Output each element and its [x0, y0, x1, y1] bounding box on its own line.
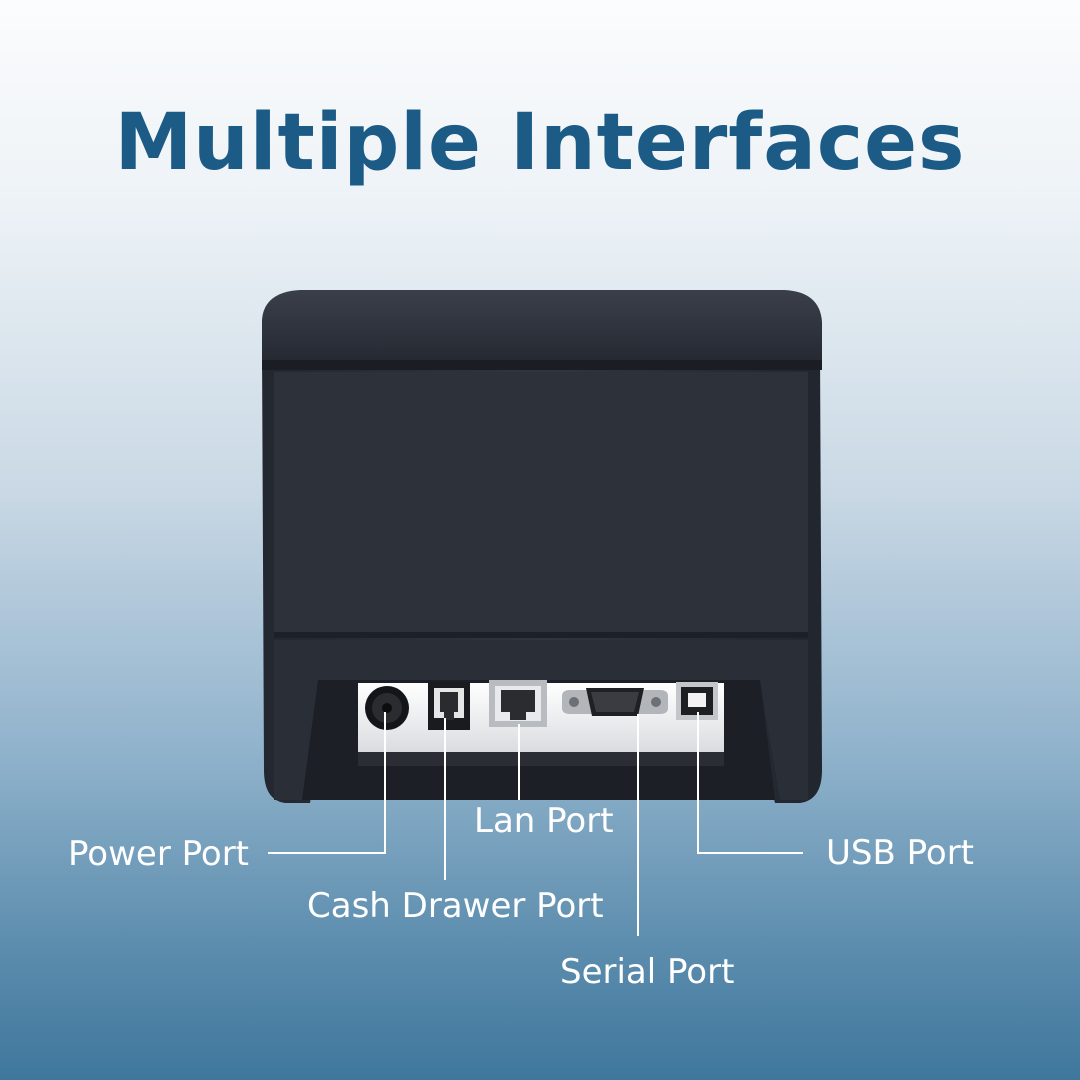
- page-title: Multiple Interfaces: [114, 98, 966, 188]
- power-port-leader-v: [384, 712, 386, 854]
- serial-port-label: Serial Port: [560, 952, 735, 992]
- usb-port-leader-h: [697, 852, 803, 854]
- lan-port-leader: [518, 724, 520, 800]
- power-port-label: Power Port: [68, 834, 250, 874]
- usb-port-leader-v: [697, 712, 699, 854]
- power-jack-icon: [365, 686, 409, 730]
- cash-drawer-port-label: Cash Drawer Port: [307, 886, 604, 926]
- lan-port-label: Lan Port: [474, 801, 614, 841]
- rj45-jack-icon: [489, 680, 547, 727]
- rj11-jack-icon: [428, 682, 470, 730]
- db9-serial-jack-icon: [562, 688, 668, 716]
- usb-port-label: USB Port: [826, 833, 975, 873]
- power-port-leader-h: [268, 852, 386, 854]
- cash-drawer-port-leader: [444, 718, 446, 880]
- serial-port-leader: [637, 714, 639, 936]
